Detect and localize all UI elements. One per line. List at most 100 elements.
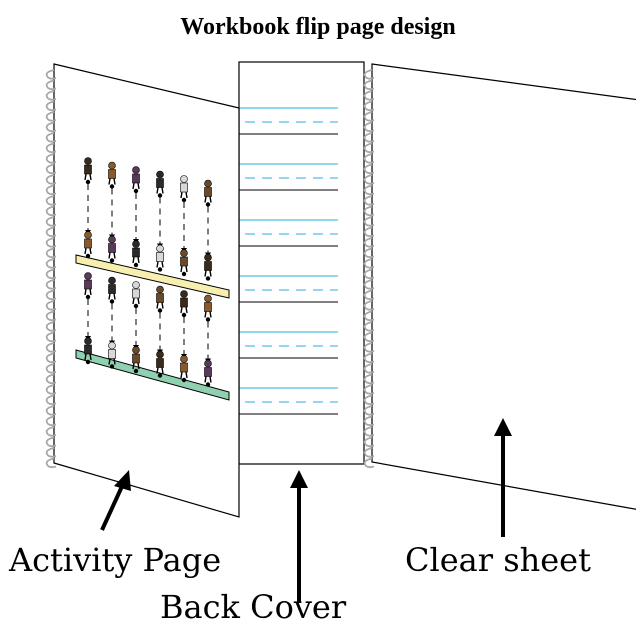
coil-loop <box>363 363 375 374</box>
coil-loop <box>45 415 57 427</box>
coil-loop <box>363 279 375 290</box>
character-figure <box>180 175 188 203</box>
coil-loop <box>45 247 57 259</box>
coil-loop <box>45 258 57 269</box>
label-back-cover: Back Cover <box>160 588 347 626</box>
coil-loop <box>45 279 57 290</box>
coil-loop <box>45 342 57 353</box>
coil-loop <box>45 111 57 122</box>
character-figure <box>132 346 140 374</box>
character-figure <box>156 285 164 313</box>
arrow-clear-sheet <box>494 418 512 537</box>
arrow-back-cover <box>290 470 308 602</box>
spiral-binding-left <box>45 69 57 469</box>
spiral-binding-middle <box>363 69 375 469</box>
label-clear-sheet: Clear sheet <box>405 541 591 579</box>
coil-loop <box>363 331 375 343</box>
coil-loop <box>45 100 57 112</box>
coil-loop <box>45 205 57 217</box>
character-figure <box>156 244 164 272</box>
label-activity-page: Activity Page <box>9 541 222 579</box>
coil-loop <box>45 384 57 395</box>
character-figure <box>84 337 92 365</box>
coil-loop <box>363 216 375 227</box>
coil-loop <box>363 352 375 364</box>
character-figure <box>156 350 164 378</box>
ruled-lines <box>239 107 338 415</box>
coil-loop <box>363 121 375 133</box>
coil-loop <box>45 226 57 238</box>
coil-loop <box>363 394 375 406</box>
coil-loop <box>363 373 375 385</box>
coil-loop <box>45 300 57 311</box>
coil-loop <box>45 237 57 248</box>
coil-loop <box>45 436 57 448</box>
coil-loop <box>45 352 57 364</box>
coil-loop <box>45 69 57 80</box>
coil-loop <box>363 321 375 332</box>
coil-loop <box>363 268 375 280</box>
coil-loop <box>363 69 375 80</box>
coil-loop <box>363 289 375 301</box>
character-figure <box>132 281 140 309</box>
coil-loop <box>45 153 57 164</box>
coil-loop <box>363 142 375 154</box>
coil-loop <box>45 121 57 133</box>
character-figure <box>132 240 140 268</box>
coil-loop <box>363 447 375 458</box>
character-figure <box>84 157 92 185</box>
coil-loop <box>363 111 375 122</box>
coil-loop <box>363 174 375 185</box>
character-figure <box>132 166 140 194</box>
back-cover-page <box>238 61 365 465</box>
coil-loop <box>45 310 57 322</box>
character-figure <box>108 235 116 263</box>
coil-loop <box>45 447 57 458</box>
coil-loop <box>363 237 375 248</box>
coil-loop <box>363 258 375 269</box>
coil-loop <box>45 394 57 406</box>
coil-loop <box>45 426 57 437</box>
coil-loop <box>45 132 57 143</box>
character-figure <box>180 290 188 318</box>
coil-loop <box>45 373 57 385</box>
coil-loop <box>363 405 375 416</box>
coil-loop <box>45 142 57 154</box>
coil-loop <box>45 90 57 101</box>
coil-loop <box>363 426 375 437</box>
character-figure <box>180 249 188 277</box>
coil-loop <box>363 205 375 217</box>
diagram-title: Workbook flip page design <box>180 14 456 40</box>
coil-loop <box>45 174 57 185</box>
character-figure <box>204 253 212 281</box>
character-figure <box>156 170 164 198</box>
coil-loop <box>363 384 375 395</box>
figure-grid <box>84 157 212 387</box>
coil-loop <box>363 415 375 427</box>
arrow-activity-page <box>100 470 131 531</box>
character-figure <box>108 276 116 304</box>
coil-loop <box>363 226 375 238</box>
coil-loop <box>45 195 57 206</box>
character-figure <box>204 294 212 322</box>
clear-sheet <box>371 63 636 510</box>
character-figure <box>204 179 212 207</box>
coil-loop <box>45 268 57 280</box>
coil-loop <box>363 163 375 175</box>
character-figure <box>180 355 188 383</box>
yellow-band <box>75 254 230 299</box>
coil-loop <box>363 457 375 469</box>
coil-loop <box>363 342 375 353</box>
coil-loop <box>363 90 375 101</box>
coil-loop <box>363 79 375 91</box>
coil-loop <box>363 100 375 112</box>
character-figure <box>84 231 92 259</box>
coil-loop <box>45 321 57 332</box>
coil-loop <box>45 457 57 469</box>
coil-loop <box>363 310 375 322</box>
character-figure <box>84 272 92 300</box>
coil-loop <box>363 153 375 164</box>
character-figure <box>204 359 212 387</box>
coil-loop <box>363 247 375 259</box>
